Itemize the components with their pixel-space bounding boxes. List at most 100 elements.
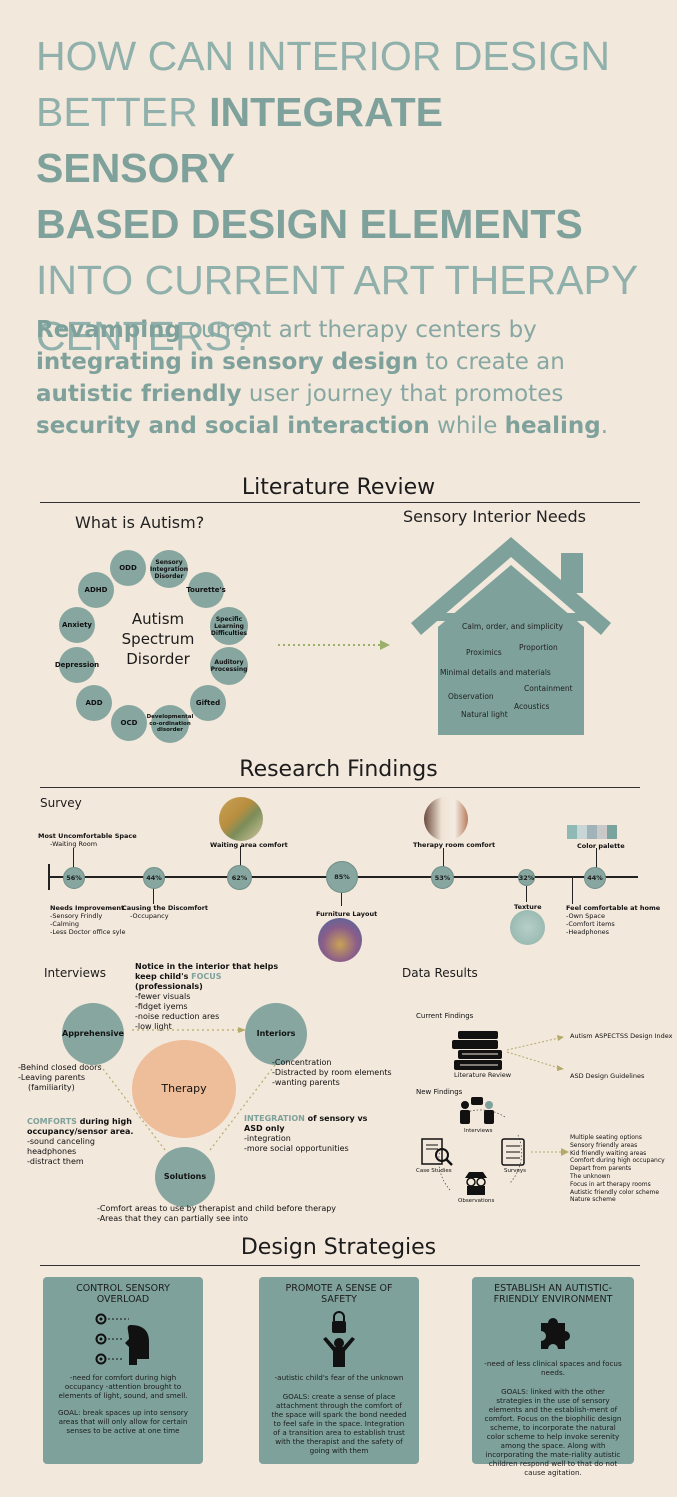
ring-item: Tourette's — [186, 572, 226, 608]
headline-bold2: BASED DESIGN ELEMENTS — [36, 201, 583, 247]
headline-line3: BASED DESIGN ELEMENTS — [36, 196, 646, 252]
headline-line4: INTO CURRENT ART THERAPY — [36, 257, 639, 303]
card-text: -autistic child's fear of the unknown — [274, 1373, 404, 1382]
therapy-room-photo — [424, 797, 468, 841]
headline-line2: BETTER INTEGRATE SENSORY — [36, 84, 646, 196]
strategy-card: CONTROL SENSORY OVERLOAD -need for comfo… — [43, 1277, 203, 1464]
autism-center-label: Autism Spectrum Disorder — [121, 610, 195, 668]
headline-light: BETTER — [36, 89, 210, 135]
survey-label: Color palette — [577, 842, 625, 850]
therapy-node: Therapy — [132, 1040, 236, 1138]
palette-swatch — [597, 825, 607, 839]
what-is-autism-title: What is Autism? — [75, 513, 205, 532]
card-title: ESTABLISH AN AUTISTIC-FRIENDLY ENVIRONME… — [493, 1283, 613, 1305]
interiors-node: Interiors — [245, 1003, 307, 1065]
survey-label: Therapy room comfort — [413, 841, 496, 849]
need-item: Calm, order, and simplicity — [462, 622, 564, 631]
literature-review-title: Literature Review — [241, 475, 436, 500]
card-text: -need of less clinical spaces and focus … — [484, 1359, 622, 1377]
survey-label: Feel comfortable at home-Own Space-Comfo… — [566, 904, 661, 936]
timeline-tick — [341, 890, 342, 906]
ring-item: Gifted — [190, 685, 226, 721]
notice-block: Notice in the interior that helps keep c… — [135, 962, 279, 1031]
card-text: -need for comfort during high occupancy … — [58, 1373, 188, 1400]
strategy-card: ESTABLISH AN AUTISTIC-FRIENDLY ENVIRONME… — [472, 1277, 634, 1477]
ring-item: Depression — [55, 647, 99, 683]
ring-item: OCD — [111, 705, 147, 741]
need-item: Containment — [524, 684, 573, 693]
interiors-notes: -Concentration -Distracted by room eleme… — [272, 1058, 392, 1087]
lit-review-label: Literature Review — [454, 1071, 512, 1079]
subhead: Revamping current art therapy centers by… — [36, 317, 609, 439]
card-title: CONTROL SENSORY OVERLOAD — [76, 1283, 170, 1305]
asd-label: ASD Design Guidelines — [570, 1072, 645, 1080]
pct-badge: 85% — [326, 861, 358, 893]
timeline-tick — [48, 864, 50, 890]
design-strategies-title: Design Strategies — [240, 1235, 437, 1260]
ring-item: ADD — [76, 685, 112, 721]
interviews-label: Interviews — [464, 1128, 493, 1134]
timeline-tick — [526, 886, 527, 902]
autism-ring: ODD Sensory Integration Disorder Tourett… — [55, 545, 258, 745]
pct-badge: 44% — [584, 867, 606, 889]
ring-item: Specific Learning Difficulties — [210, 607, 248, 645]
ring-item: Anxiety — [59, 607, 95, 643]
observations-icon — [465, 1172, 487, 1195]
card-goal: GOALS: create a sense of place attachmen… — [271, 1392, 407, 1455]
apprehensive-notes: -Behind closed doors -Leaving parents (f… — [18, 1063, 102, 1092]
headline-bold: INTEGRATE SENSORY — [36, 89, 443, 191]
color-palette — [567, 825, 617, 839]
safety-person-icon — [323, 1311, 355, 1367]
solutions-notes: -Comfort areas to use by therapist and c… — [97, 1204, 337, 1223]
pct-badge: 32% — [518, 869, 535, 886]
waiting-area-photo — [219, 797, 263, 841]
divider — [40, 502, 640, 503]
need-item: Proportion — [519, 643, 558, 652]
timeline-tick — [443, 848, 444, 868]
need-item: Natural light — [461, 710, 508, 719]
dotted-arrows — [506, 1035, 564, 1071]
need-item: Proximics — [466, 648, 502, 657]
sensory-head-icon — [95, 1313, 149, 1365]
palette-swatch — [567, 825, 577, 839]
new-findings-list: Multiple seating options Sensory friendl… — [570, 1134, 665, 1204]
palette-swatch — [587, 825, 597, 839]
pct-badge: 44% — [143, 867, 165, 889]
house-icon — [411, 537, 611, 735]
comforts-notes: COMFORTS during high occupancy/sensor ar… — [27, 1117, 134, 1166]
interviews-title: Interviews — [44, 966, 107, 980]
palette-swatch — [577, 825, 587, 839]
puzzle-icon — [541, 1318, 570, 1349]
ring-item: ODD — [110, 550, 146, 586]
timeline-tick — [596, 848, 597, 868]
ring-item: Sensory Integration Disorder — [150, 550, 188, 588]
survey-label: Waiting area comfort — [210, 841, 288, 849]
ring-item: Auditory Processing — [210, 647, 248, 685]
palette-swatch — [607, 825, 617, 839]
pct-badge: 56% — [63, 867, 85, 889]
interviews-icon — [460, 1097, 494, 1124]
need-item: Acoustics — [514, 702, 550, 711]
ring-item: Developmental co-ordination disorder — [147, 705, 193, 743]
furniture-layout-photo — [318, 918, 362, 962]
arrow-dotted — [278, 640, 390, 650]
need-item: Observation — [448, 692, 494, 701]
timeline-tick — [73, 848, 74, 868]
surveys-icon — [501, 1138, 525, 1166]
divider — [40, 1265, 640, 1266]
card-goal: GOAL: break spaces up into sensory areas… — [57, 1408, 188, 1435]
pct-badge: 53% — [431, 866, 454, 889]
divider — [40, 787, 640, 788]
case-studies-label: Case Studies — [416, 1168, 452, 1174]
new-findings-label: New Findings — [416, 1088, 463, 1096]
case-studies-icon — [421, 1138, 453, 1166]
survey-label: Causing the Discomfort-Occupancy — [122, 904, 209, 920]
headline: HOW CAN INTERIOR DESIGN BETTER INTEGRATE… — [36, 28, 646, 364]
card-goal: GOALS: linked with the other strategies … — [484, 1387, 622, 1477]
solutions-node: Solutions — [155, 1147, 215, 1207]
data-results-title: Data Results — [402, 966, 478, 980]
apprehensive-node: Apprehensive — [62, 1003, 124, 1065]
timeline-tick — [240, 846, 241, 866]
survey-label: Needs Improvement-Sensory Frindly-Calmin… — [50, 904, 126, 936]
integration-notes: INTEGRATION of sensory vs ASD only -inte… — [244, 1114, 368, 1153]
